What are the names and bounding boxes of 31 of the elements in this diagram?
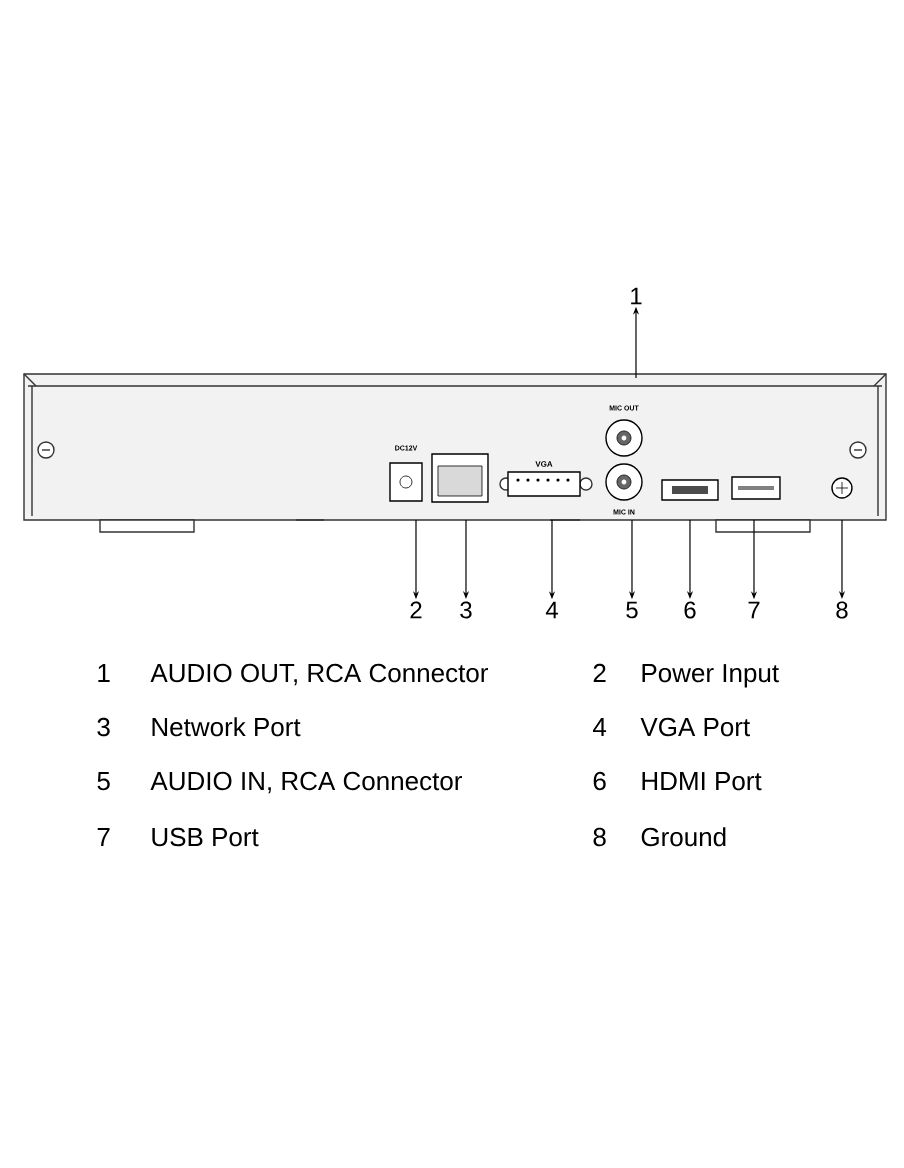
callout-number: 7 [748,601,760,619]
network-port [431,453,489,503]
item-description: AUDIO OUT, RCA Connector [150,663,488,686]
item-description: Ground [641,827,726,847]
item-description: VGA Port [640,717,750,737]
usb-port [731,476,781,500]
callout-number: 8 [836,601,848,619]
item-number: 1 [98,664,110,682]
callout-number: 3 [460,601,472,619]
item-number: 2 [593,663,606,682]
item-number: 8 [593,827,606,847]
item-description: HDMI Port [642,772,762,791]
item-number: 4 [593,718,607,736]
item-number: 7 [97,828,110,846]
rca-jack [605,463,643,501]
item-description: Power Input [642,664,779,688]
item-number: 6 [593,771,606,791]
ground-screw [831,477,853,499]
hdmi-port [661,479,719,501]
callout-number: 4 [545,601,558,619]
callout-number: 1 [631,287,642,305]
rca-jack [605,419,643,457]
power-jack [389,462,423,502]
item-number: 5 [97,772,110,791]
callout-number: 6 [684,601,696,619]
item-number: 3 [97,717,110,737]
callout-number: 2 [410,601,422,619]
callout-number: 5 [626,601,638,619]
item-description: AUDIO IN, RCA Connector [150,771,462,794]
item-description: USB Port [152,827,259,847]
item-description: Network Port [152,717,301,737]
